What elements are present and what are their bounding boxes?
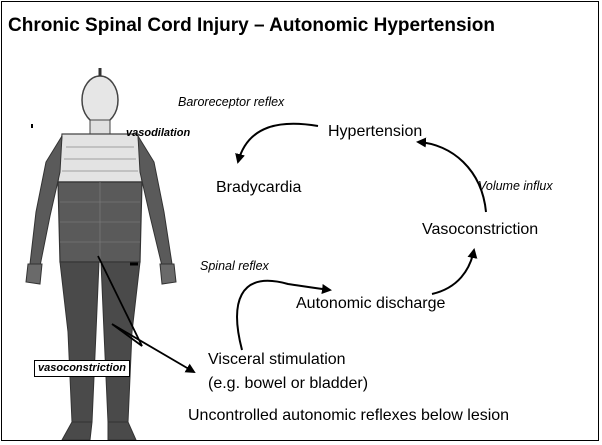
vasoconstriction-body-label: vasoconstriction [34, 360, 130, 377]
baroreceptor-arrow [238, 124, 318, 162]
visceral-example-label: (e.g. bowel or bladder) [208, 376, 368, 392]
figure-upper-torso [58, 134, 142, 182]
figure-head [82, 76, 118, 124]
baroreceptor-reflex-label: Baroreceptor reflex [178, 96, 284, 109]
figure-left-leg [60, 262, 99, 422]
autonomic-discharge-label: Autonomic discharge [296, 296, 445, 312]
volume-influx-arrow [418, 142, 486, 212]
volume-influx-label: Volume influx [478, 180, 553, 193]
vasoconstriction-arrow [432, 250, 474, 294]
figure-right-leg [101, 262, 140, 422]
bradycardia-label: Bradycardia [216, 180, 301, 196]
vasodilation-label: vasodilation [126, 128, 190, 139]
spinal-reflex-arrow [237, 281, 330, 350]
spinal-reflex-label: Spinal reflex [200, 260, 269, 273]
vasoconstriction-label: Vasoconstriction [422, 222, 538, 238]
hypertension-label: Hypertension [328, 124, 422, 140]
visceral-stimulation-label: Visceral stimulation [208, 352, 346, 368]
dermatome-body-figure-icon [26, 68, 176, 440]
figure-right-arm [138, 136, 172, 266]
figure-left-arm [30, 136, 62, 266]
footer-label: Uncontrolled autonomic reflexes below le… [188, 408, 509, 424]
